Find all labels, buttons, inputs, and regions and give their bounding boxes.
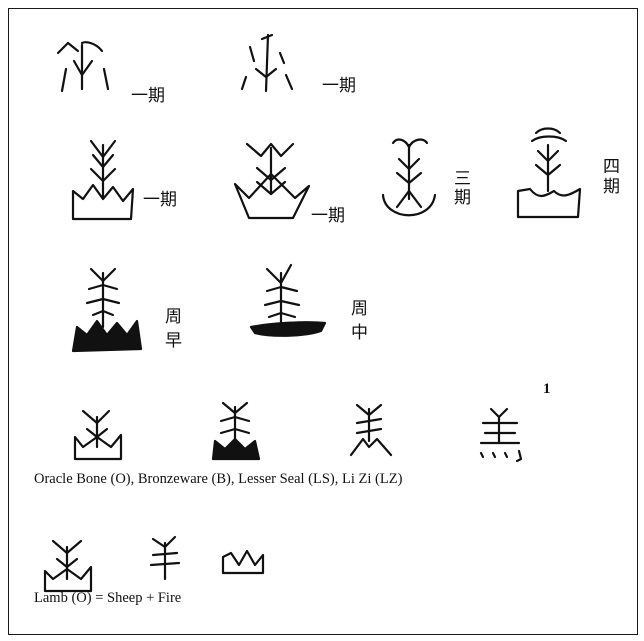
lamb-glyph (41, 537, 95, 595)
sheep-variant-glyph-row1-a (52, 39, 122, 99)
li-zi-form-glyph (471, 405, 531, 463)
period-note-row2-a: 一期 (143, 190, 177, 209)
period-note-row3-b: 周中 (351, 299, 368, 342)
fire-glyph (219, 547, 267, 575)
sheep-over-fire-glyph-row2-a (69, 137, 139, 223)
period-note-row2-b: 一期 (311, 206, 345, 225)
illustration-frame: 一期 一期 一期 一期 (8, 8, 638, 635)
lesser-seal-form-glyph (347, 401, 397, 461)
footnote-marker: 1 (543, 381, 551, 397)
period-note-row3-a: 周早 (165, 307, 182, 350)
period-note-row1-b: 一期 (322, 76, 356, 95)
sheep-glyph (145, 535, 189, 581)
sheep-variant-glyph-row1-b (234, 33, 304, 99)
lamb-caption: Lamb (O) = Sheep + Fire (34, 590, 182, 606)
sheep-over-fire-glyph-row2-c (379, 137, 441, 223)
forms-caption: Oracle Bone (O), Bronzeware (B), Lesser … (34, 471, 403, 487)
sheep-over-fire-glyph-row2-b (231, 134, 311, 224)
bronzeware-form-glyph (209, 399, 265, 463)
period-note-row2-c: 三期 (454, 169, 471, 207)
period-note-row1-a: 一期 (131, 86, 165, 105)
sheep-over-fire-glyph-row3-a (69, 265, 145, 355)
period-note-row2-d: 四期 (603, 157, 620, 196)
sheep-over-boat-glyph-row3-b (247, 261, 331, 343)
oracle-bone-form-glyph (71, 407, 125, 463)
sheep-over-fire-glyph-row2-d (514, 127, 586, 221)
